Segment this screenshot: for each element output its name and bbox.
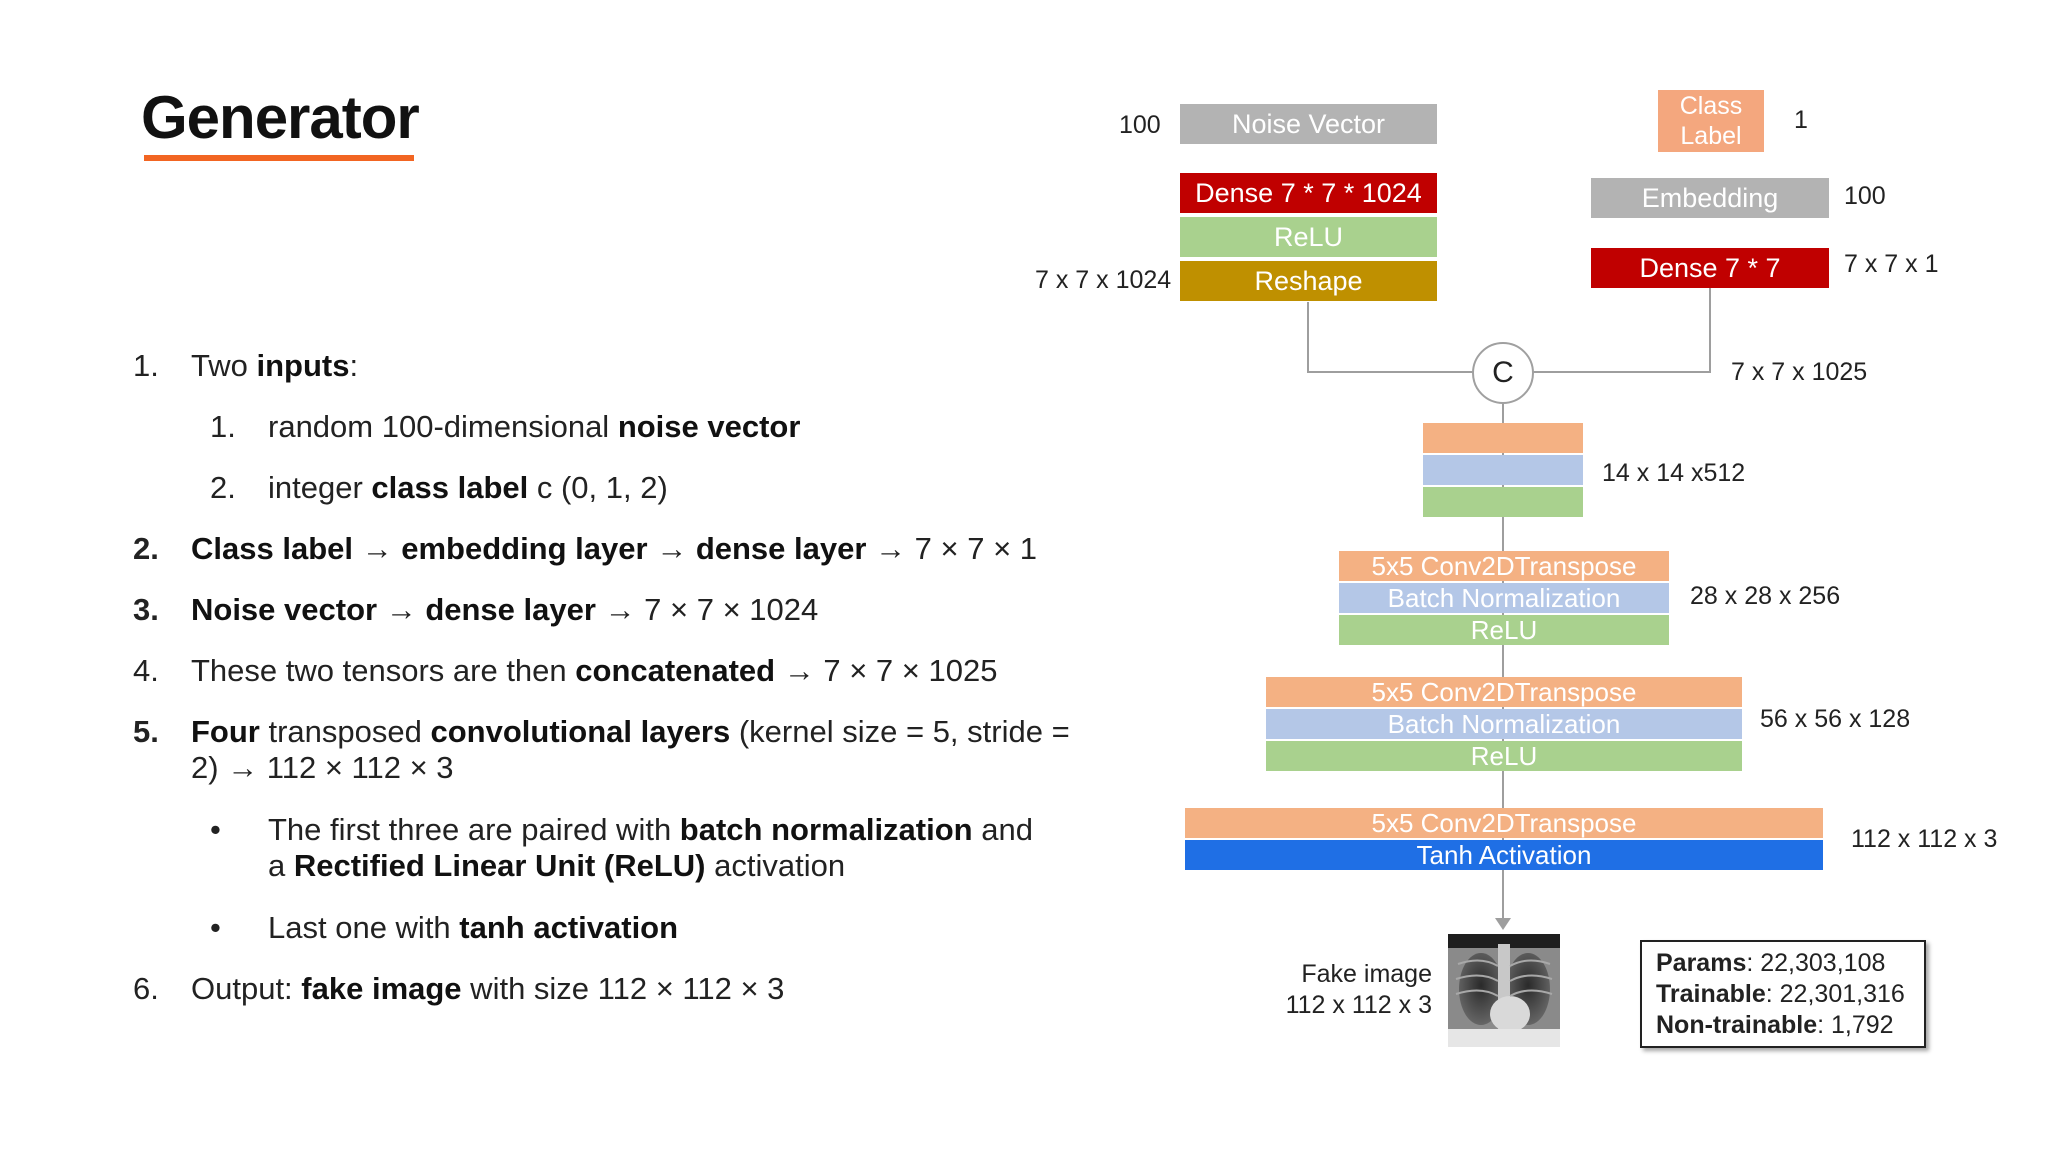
xray-image: [1448, 934, 1560, 1047]
nontrainable-row: Non-trainable: 1,792: [1656, 1011, 1894, 1039]
block1-batchnorm-strip: [1423, 455, 1583, 485]
class-label-box: Class Label: [1658, 90, 1764, 152]
block2-batchnorm-box: Batch Normalization: [1339, 583, 1669, 613]
params-box: Params: 22,303,108 Trainable: 22,301,316…: [1640, 940, 1926, 1048]
reshape-shape-label: 7 x 7 x 1024: [1035, 266, 1172, 294]
block1-relu-strip: [1423, 487, 1583, 517]
block3-batchnorm-box: Batch Normalization: [1266, 709, 1742, 739]
concat-shape-label: 7 x 7 x 1025: [1731, 358, 1868, 386]
concat-node: C: [1472, 342, 1534, 404]
dense-class-shape-label: 7 x 7 x 1: [1844, 250, 1939, 278]
block2-conv-box: 5x5 Conv2DTranspose: [1339, 551, 1669, 581]
block4-shape-label: 112 x 112 x 3: [1851, 825, 1998, 853]
page-title: Generator: [141, 84, 420, 151]
block3-relu-box: ReLU: [1266, 741, 1742, 771]
fake-image-shape-label: 112 x 112 x 3: [1285, 991, 1432, 1019]
connector-line: [1307, 302, 1309, 372]
params-row: Params: 22,303,108: [1656, 949, 1886, 977]
tanh-box: Tanh Activation: [1185, 840, 1823, 870]
reshape-box: Reshape: [1180, 261, 1437, 301]
connector-line: [1307, 371, 1473, 373]
noise-vector-box: Noise Vector: [1180, 104, 1437, 144]
arrow-head-icon: [1495, 918, 1511, 930]
connector-line: [1709, 288, 1711, 372]
block3-conv-box: 5x5 Conv2DTranspose: [1266, 677, 1742, 707]
block4-conv-box: 5x5 Conv2DTranspose: [1185, 808, 1823, 838]
dense-class-box: Dense 7 * 7: [1591, 248, 1829, 288]
block1-shape-label: 14 x 14 x512: [1602, 459, 1746, 487]
block2-shape-label: 28 x 28 x 256: [1690, 582, 1841, 610]
connector-line: [1533, 371, 1711, 373]
fake-image-label: Fake image: [1301, 960, 1432, 988]
block2-relu-box: ReLU: [1339, 615, 1669, 645]
embedding-box: Embedding: [1591, 178, 1829, 218]
block1-conv-strip: [1423, 423, 1583, 453]
noise-dim-label: 100: [1119, 111, 1161, 139]
connector-line: [1502, 404, 1504, 924]
class-dim-label: 1: [1794, 106, 1808, 134]
block3-shape-label: 56 x 56 x 128: [1760, 705, 1911, 733]
title-underline: [144, 155, 414, 161]
relu-box: ReLU: [1180, 217, 1437, 257]
embedding-dim-label: 100: [1844, 182, 1886, 210]
dense-noise-box: Dense 7 * 7 * 1024: [1180, 173, 1437, 213]
trainable-row: Trainable: 22,301,316: [1656, 980, 1905, 1008]
